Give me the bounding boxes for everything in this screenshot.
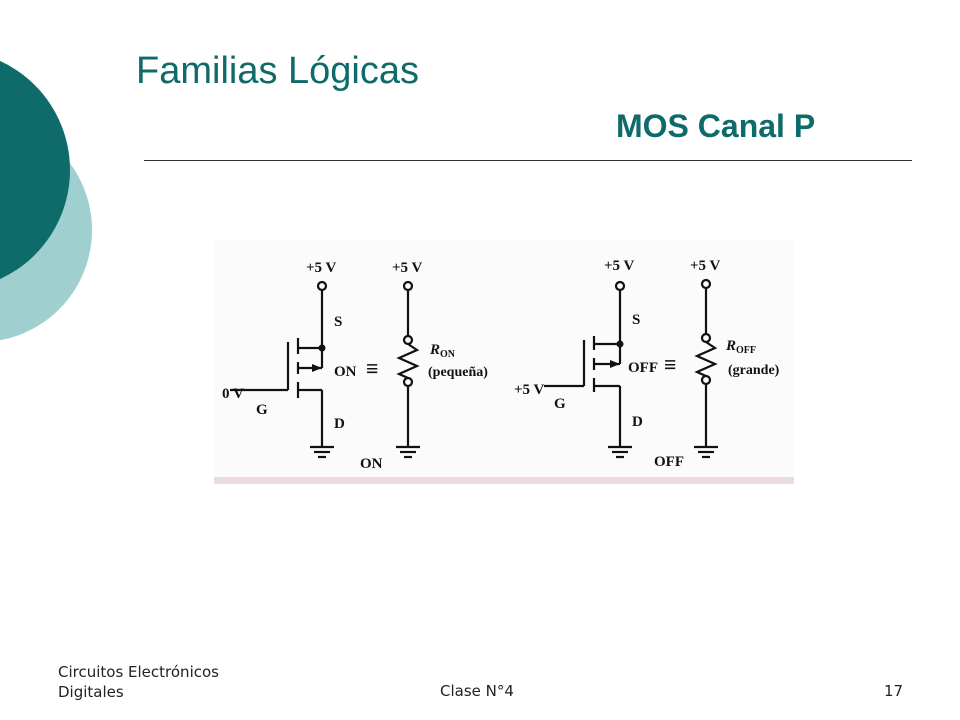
right-gate-input: +5 V (514, 382, 545, 398)
circuit-figure: +5 V +5 V S ON 0 V G D ≡ RON (pequeña) O… (214, 240, 794, 484)
right-source-label: S (632, 312, 640, 328)
page-number: 17 (884, 682, 904, 700)
footer-course-line2: Digitales (58, 683, 124, 701)
right-equiv: ≡ (664, 352, 677, 377)
left-channel-state: ON (334, 364, 357, 380)
right-gate-label: G (554, 396, 566, 412)
right-resistor-note: (grande) (728, 363, 780, 378)
right-supply-resistor: +5 V (690, 258, 721, 274)
footer-course-line1: Circuitos Electrónicos (58, 663, 219, 681)
footer-course: Circuitos Electrónicos Digitales (58, 662, 219, 702)
left-supply-resistor: +5 V (392, 260, 423, 276)
left-resistor-note: (pequeña) (428, 365, 488, 380)
left-equiv: ≡ (366, 356, 379, 381)
right-resistor-symbol: ROFF (725, 338, 756, 356)
left-resistor-symbol: RON (429, 342, 456, 360)
left-gate-input: 0 V (222, 386, 244, 402)
right-result: OFF (654, 454, 684, 470)
figure-bottom-border (214, 477, 794, 484)
footer-session: Clase N°4 (440, 682, 514, 700)
dark-circle (0, 60, 70, 280)
left-drain-label: D (334, 416, 345, 432)
right-channel-state: OFF (628, 360, 658, 376)
slide-title: Familias Lógicas (136, 50, 419, 92)
slide-subtitle: MOS Canal P (616, 108, 816, 144)
decorative-circles (0, 60, 92, 341)
left-source-label: S (334, 314, 342, 330)
right-supply-transistor: +5 V (604, 258, 635, 274)
right-drain-label: D (632, 414, 643, 430)
left-gate-label: G (256, 402, 268, 418)
left-supply-transistor: +5 V (306, 260, 337, 276)
left-result: ON (360, 456, 383, 472)
title-divider (144, 160, 912, 161)
